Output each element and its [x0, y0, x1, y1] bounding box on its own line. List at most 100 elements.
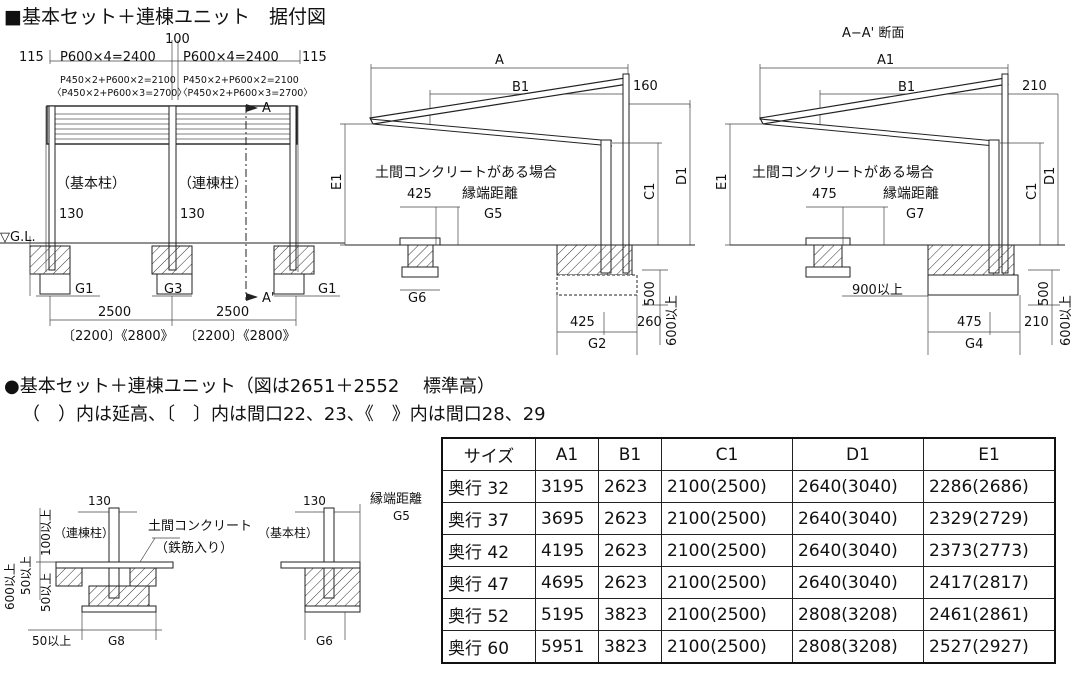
- cell: 2623: [598, 502, 662, 535]
- dim-115-right: 115: [302, 50, 327, 65]
- table-header-row: サイズ A1 B1 C1 D1 E1: [441, 437, 1056, 471]
- cell: 2623: [598, 566, 662, 599]
- dim-span-right: P600×4=2400: [183, 50, 279, 65]
- dim-260: 260: [637, 315, 662, 330]
- header-c1: C1: [661, 437, 793, 471]
- detail-left-texts: 130 （連棟柱） 土間コンクリート （鉄筋入り） 100以上 50以上 600…: [3, 494, 252, 648]
- side-section-right: [725, 64, 1065, 355]
- cell: 4195: [535, 534, 599, 567]
- detail-600: 600以上: [3, 563, 17, 610]
- cell: 奥行 52: [441, 598, 536, 631]
- dim-160: 160: [633, 79, 658, 94]
- dim-425b: 425: [570, 315, 595, 330]
- cell: 2329(2729): [923, 502, 1056, 535]
- detail-50c: 50以上: [32, 634, 71, 648]
- note-left-2: 〈P450×2+P600×3=2700〉: [52, 88, 187, 99]
- detail-g6: G6: [316, 634, 333, 648]
- cell: 奥行 42: [441, 534, 536, 567]
- note-right-1: P450×2+P600×2=2100: [183, 75, 299, 86]
- table-row: 奥行 52 5195 3823 2100(2500) 2808(3208) 24…: [441, 598, 1056, 631]
- section-a-prime: A': [262, 291, 274, 306]
- cell: 2100(2500): [661, 502, 793, 535]
- detail-linked-post: （連棟柱）: [54, 525, 114, 540]
- dim-g7: G7: [906, 207, 924, 222]
- dim-g6: G6: [408, 291, 426, 306]
- cell: 奥行 37: [441, 502, 536, 535]
- detail-edge: 縁端距離: [370, 491, 422, 507]
- detail-right-texts: 130 （基本柱） 縁端距離 G5 G6: [258, 491, 422, 648]
- detail-g5: G5: [393, 509, 410, 523]
- note-edge: 縁端距離: [462, 185, 518, 202]
- note-slab-right: 土間コンクリートがある場合: [752, 165, 934, 181]
- dim-115-left: 115: [19, 50, 44, 65]
- cell: 3695: [535, 502, 599, 535]
- dim-900: 900以上: [852, 283, 903, 298]
- dim-g4: G4: [965, 337, 983, 352]
- note-2200-right: 〔2200〕《2800》: [184, 329, 296, 344]
- cell: 2100(2500): [661, 630, 793, 664]
- cell: 5951: [535, 630, 599, 664]
- cell: 2527(2927): [923, 630, 1056, 664]
- label-basic-post: （基本柱）: [56, 175, 126, 192]
- dim-b1-right: B1: [898, 80, 915, 95]
- cell: 3195: [535, 470, 599, 503]
- detail-50b: 50以上: [39, 573, 53, 612]
- header-d1: D1: [792, 437, 924, 471]
- cell: 4695: [535, 566, 599, 599]
- cell: 2640(3040): [792, 470, 924, 503]
- detail-50a: 50以上: [19, 556, 33, 595]
- caption-line-2: （ ）内は延高、〔 〕内は間口22、23、《 》内は間口28、29: [22, 404, 546, 425]
- dim-c1: C1: [643, 183, 658, 200]
- section-a: A: [262, 101, 271, 116]
- cell: 2100(2500): [661, 470, 793, 503]
- detail-slab: 土間コンクリート: [148, 519, 252, 534]
- dim-425: 425: [407, 187, 432, 202]
- dim-d1-right: D1: [1043, 167, 1058, 185]
- cell: 2640(3040): [792, 534, 924, 567]
- dim-g1-left: G1: [75, 282, 93, 297]
- dim-210: 210: [1022, 79, 1047, 94]
- dim-475b: 475: [957, 315, 982, 330]
- detail-rebar: （鉄筋入り）: [155, 540, 233, 556]
- note-right-2: 〈P450×2+P600×3=2700〉: [178, 88, 313, 99]
- cell: 2808(3208): [792, 598, 924, 631]
- cell: 5195: [535, 598, 599, 631]
- dim-130-right: 130: [180, 207, 205, 222]
- side-right-texts: A−A' 断面 A1 B1 210 E1 C1 D1 土間コンクリートがある場合…: [715, 26, 1074, 352]
- dim-100: 100: [165, 32, 190, 47]
- detail-130: 130: [88, 494, 111, 508]
- cell: 3823: [598, 598, 662, 631]
- header-a1: A1: [535, 437, 599, 471]
- dim-500: 500: [643, 281, 658, 306]
- dim-g1-right: G1: [318, 282, 336, 297]
- detail-g8: G8: [108, 634, 125, 648]
- front-texts: 115 P600×4=2400 100 P600×4=2400 115 P450…: [0, 32, 336, 344]
- dim-span-left: P600×4=2400: [60, 50, 156, 65]
- dim-g5: G5: [484, 207, 502, 222]
- dim-600-right: 600以上: [1059, 295, 1074, 346]
- header-e1: E1: [923, 437, 1056, 471]
- dim-e1: E1: [330, 174, 345, 191]
- dim-a: A: [495, 53, 504, 68]
- header-size: サイズ: [441, 437, 536, 471]
- cell: 奥行 60: [441, 630, 536, 664]
- table-row: 奥行 37 3695 2623 2100(2500) 2640(3040) 23…: [441, 502, 1056, 535]
- side-mid-texts: A B1 160 E1 C1 D1 土間コンクリートがある場合 縁端距離 425…: [330, 53, 690, 352]
- spec-table: サイズ A1 B1 C1 D1 E1 奥行 32 3195 2623 2100(…: [441, 437, 1056, 664]
- dim-600: 600以上: [665, 295, 680, 346]
- table-row: 奥行 32 3195 2623 2100(2500) 2640(3040) 22…: [441, 470, 1056, 503]
- table-row: 奥行 42 4195 2623 2100(2500) 2640(3040) 23…: [441, 534, 1056, 567]
- cell: 2417(2817): [923, 566, 1056, 599]
- table-row: 奥行 60 5951 3823 2100(2500) 2808(3208) 25…: [441, 630, 1056, 664]
- dim-475: 475: [812, 187, 837, 202]
- cell: 2100(2500): [661, 534, 793, 567]
- header-b1: B1: [598, 437, 662, 471]
- cell: 2640(3040): [792, 502, 924, 535]
- dim-500-right: 500: [1037, 281, 1052, 306]
- cell: 2100(2500): [661, 566, 793, 599]
- cell: 2623: [598, 470, 662, 503]
- caption-line-1: ●基本セット＋連棟ユニット（図は2651＋2552 標準高）: [4, 376, 496, 397]
- dim-a1: A1: [877, 53, 894, 68]
- side-section-mid: [340, 64, 695, 355]
